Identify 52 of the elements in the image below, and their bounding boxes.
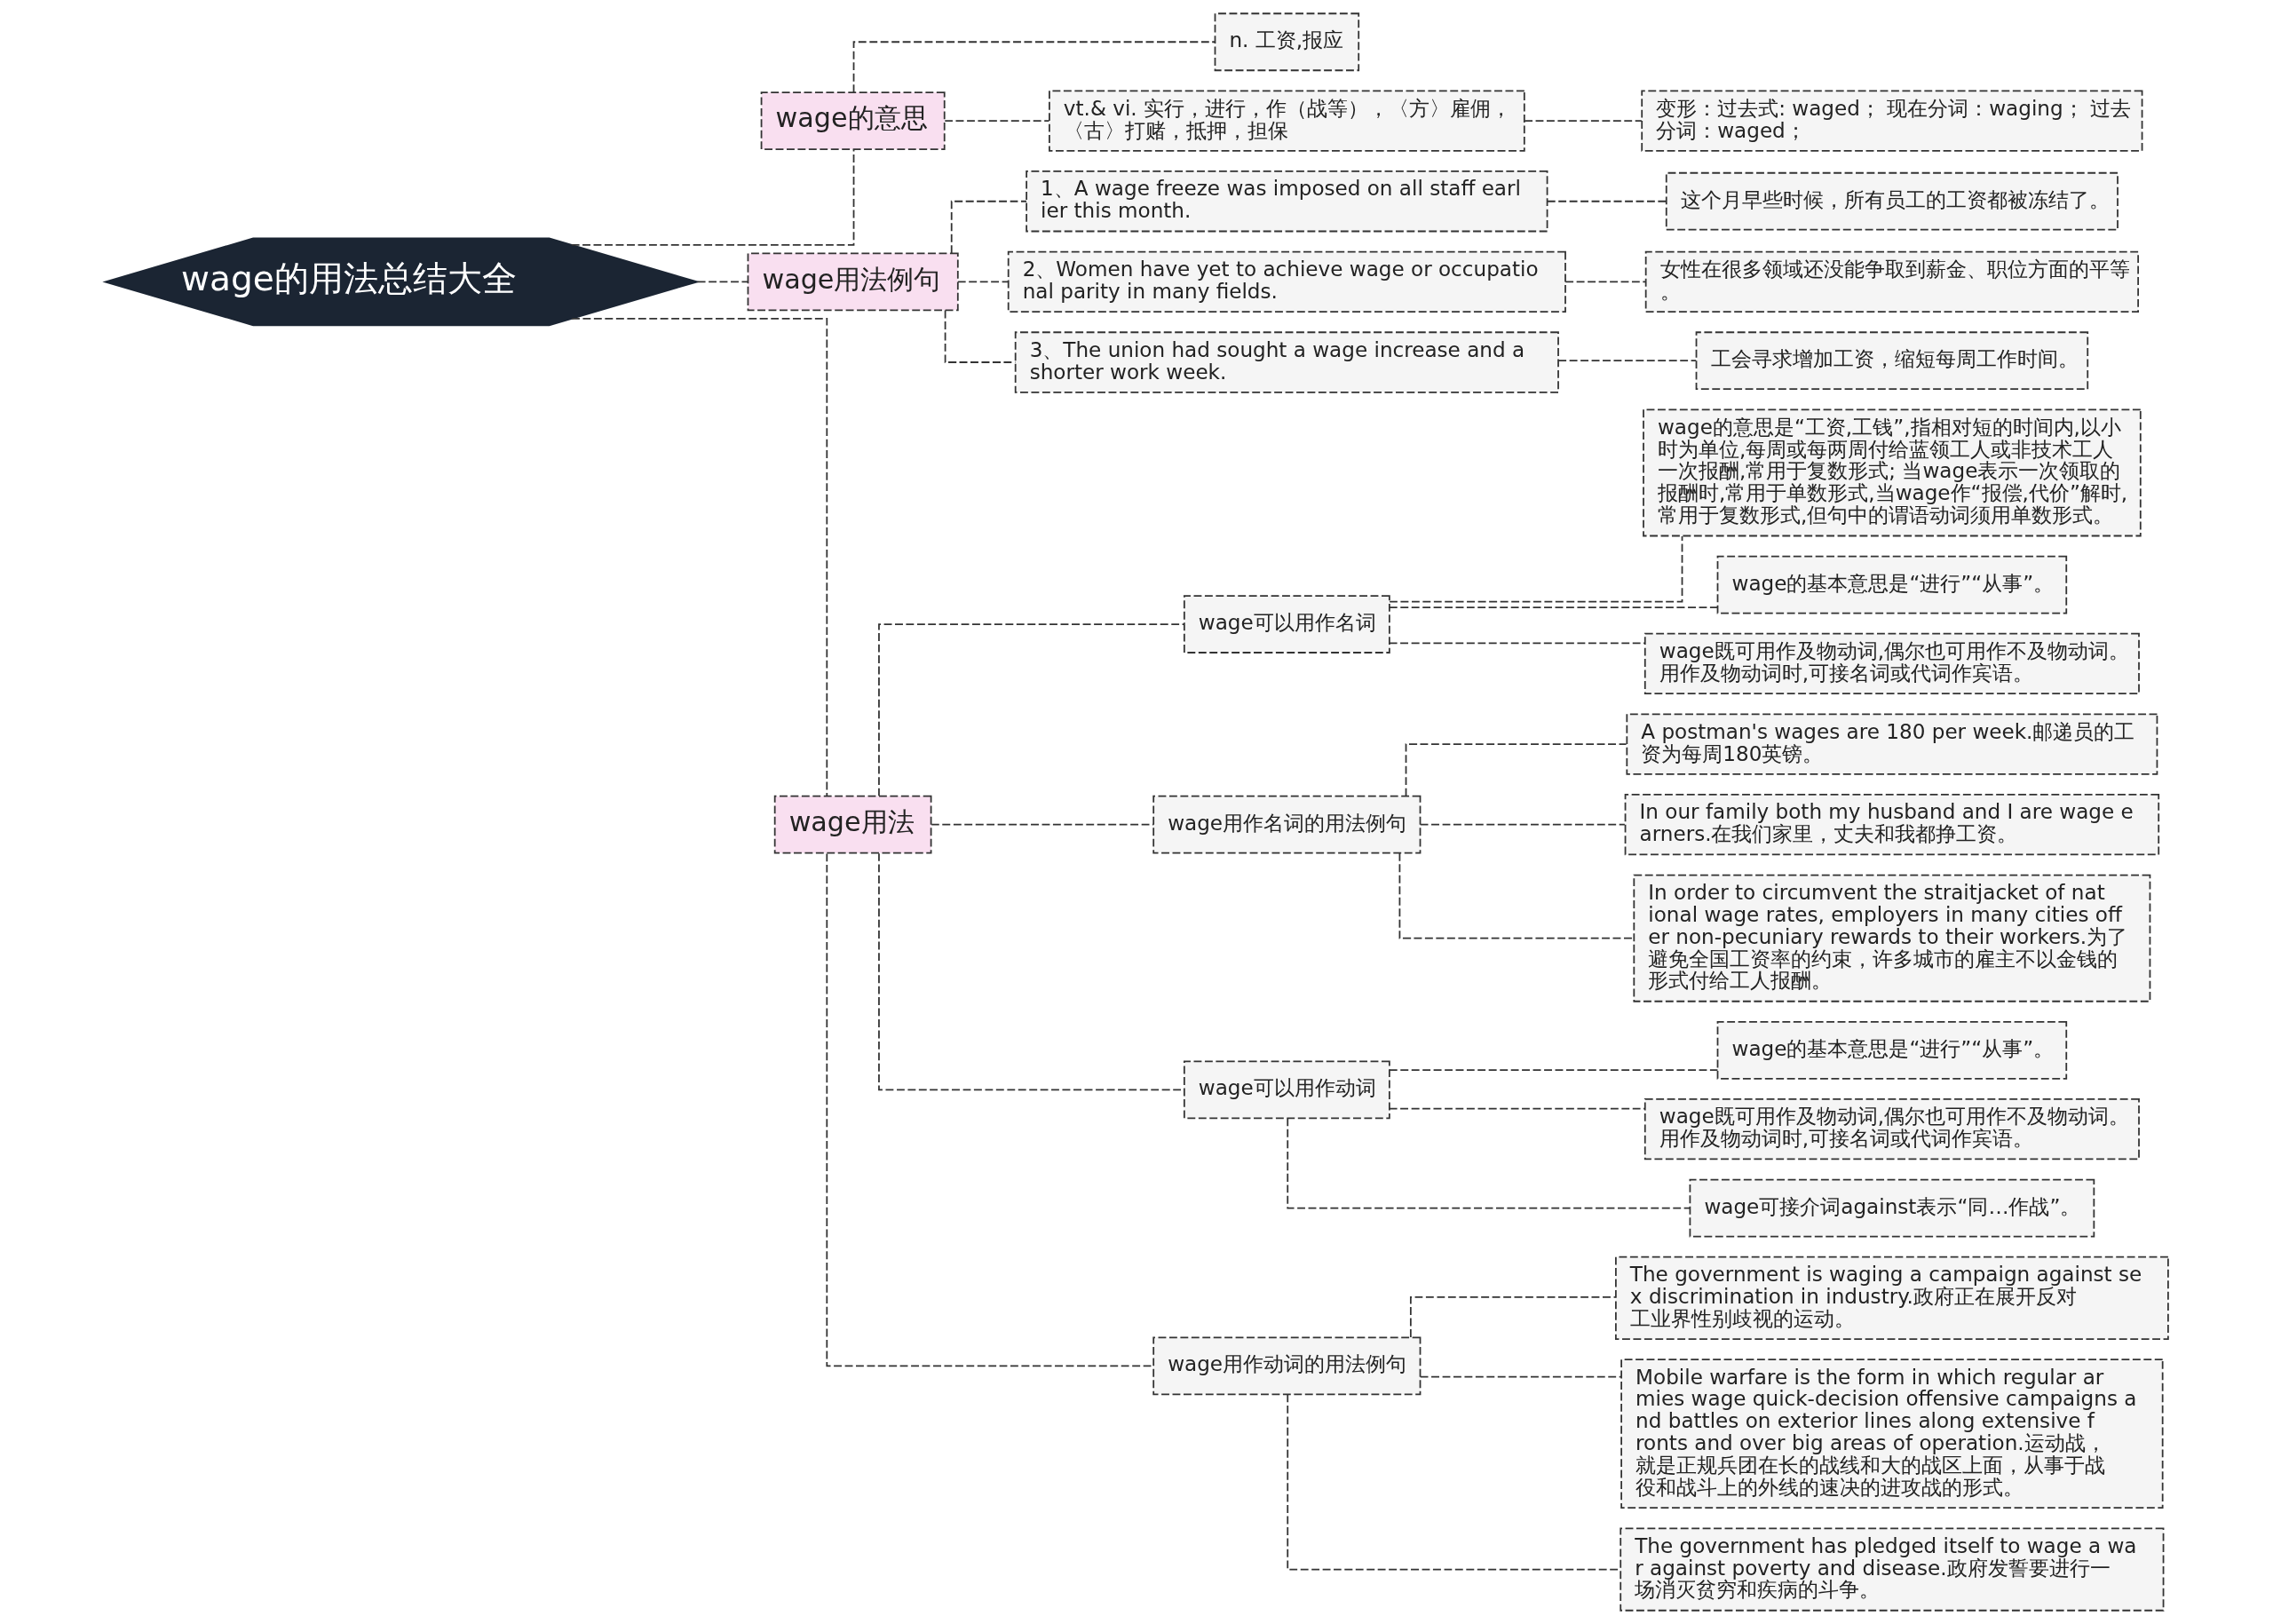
node-box: wage用法例句 (747, 252, 959, 312)
node-box: wage可以用作动词 (1183, 1060, 1390, 1120)
node-box: wage的基本意思是“进行”“从事”。 (1716, 1020, 2068, 1080)
connector (931, 823, 1155, 826)
connector (944, 120, 1050, 122)
node-box: wage的意思 (760, 91, 946, 150)
node-box: wage的意思是“工资,工钱”,指相对短的时间内,以小时为单位,每周或每两周付给蓝领工人或非技术工人一次报酬,常用于复数形式; 当wage表示一次领取的报酬时,常用于单数形式,当wage作“报偿,代价”解时,常用于复数形式,但句中的谓语动词须用单数形式。 (1643, 408, 2142, 537)
connector (1389, 606, 1719, 608)
node-box: The government is waging a campaign against sex discrimination in industry.政府正在展开反对工业界性别歧视的运动。 (1615, 1256, 2169, 1340)
connector (570, 148, 855, 246)
connector (1419, 823, 1626, 826)
connector (1419, 1375, 1622, 1378)
connector (1409, 1296, 1617, 1338)
connector (1389, 535, 1683, 603)
node-box: 工会寻求增加工资，缩短每周工作时间。 (1695, 331, 2089, 391)
node-box: 1、A wage freeze was imposed on all staff earlier this month. (1026, 170, 1548, 233)
node-box: In our family both my husband and I are wage earners.在我们家里，丈夫和我都挣工资。 (1624, 794, 2160, 856)
node-box: wage既可用作及物动词,偶尔也可用作不及物动词。用作及物动词时,可接名词或代词作宾语。 (1643, 632, 2140, 695)
node-box: wage用法 (773, 795, 932, 854)
node-box: 变形：过去式: waged； 现在分词：waging； 过去分词：waged； (1641, 90, 2143, 152)
node-box: n. 工资,报应 (1214, 12, 1360, 72)
node-box: wage可接介词against表示“同…作战”。 (1689, 1178, 2095, 1238)
connector (1405, 743, 1628, 797)
node-box: In order to circumvent the straitjacket of national wage rates, employers in many cities offer non-pecuniary rewards to their workers.为了避免全国工资率的约束，许多城市的雇主不以金钱的形式付给工人报酬。 (1633, 874, 2151, 1002)
connector (1389, 1069, 1719, 1071)
node-box: A postman's wages are 180 per week.邮递员的工资为每周180英镑。 (1626, 713, 2158, 775)
connector (1398, 852, 1635, 939)
connector (950, 200, 1027, 255)
connector (1557, 360, 1698, 362)
connector (696, 281, 749, 283)
node-box: 这个月早些时候，所有员工的工资都被冻结了。 (1665, 171, 2119, 231)
connector (571, 318, 828, 797)
node-box: wage的基本意思是“进行”“从事”。 (1716, 555, 2068, 614)
node-box: The government has pledged itself to wage a war against poverty and disease.政府发誓要进行一场消灭贫穷和疾病的斗争。 (1620, 1527, 2165, 1612)
node-box: wage可以用作名词 (1183, 595, 1390, 654)
node-box: 3、The union had sought a wage increase and a shorter work week. (1014, 331, 1559, 393)
node-box: wage用作名词的用法例句 (1152, 795, 1422, 854)
connector (878, 623, 1185, 797)
connector (1389, 642, 1645, 645)
connector (957, 281, 1010, 283)
connector (1389, 1107, 1645, 1110)
connector (1524, 120, 1643, 122)
node-box: 2、Women have yet to achieve wage or occupational parity in many fields. (1007, 250, 1566, 313)
connector (1287, 1117, 1691, 1209)
connector (1564, 281, 1647, 283)
connector (1546, 200, 1667, 202)
node-box: Mobile warfare is the form in which regular armies wage quick-decision offensive campaigns and battles on exterior lines along extensive fronts and over big areas of operation.运动战，就是正规兵团在长的战线和大的战区上面，从事于战役和战斗上的外线的速决的进攻战的形式。 (1620, 1359, 2164, 1509)
node-box: wage用作动词的用法例句 (1152, 1336, 1422, 1396)
node-box: 女性在很多领域还没能争取到薪金、职位方面的平等。 (1644, 250, 2139, 313)
connector (852, 41, 1216, 93)
node-box: vt.& vi. 实行，进行，作（战等），〈方〉雇佣，〈古〉打赌，抵押，担保 (1049, 90, 1525, 152)
node-box: wage既可用作及物动词,偶尔也可用作不及物动词。用作及物动词时,可接名词或代词作宾语。 (1643, 1098, 2140, 1161)
